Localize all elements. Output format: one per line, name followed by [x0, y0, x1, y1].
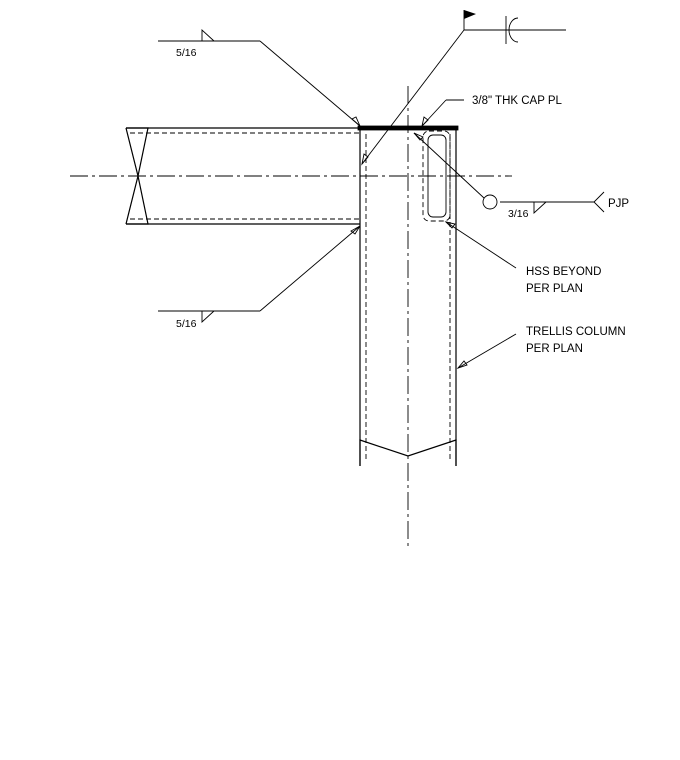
cap-plate-label: 3/8" THK CAP PL	[472, 95, 563, 107]
weld-size-bottom: 5/16	[176, 318, 197, 330]
trellis-column-leader: TRELLIS COLUMN PER PLAN	[456, 326, 626, 369]
field-weld-symbol	[361, 10, 566, 166]
pjp-label: PJP	[608, 198, 629, 210]
hss-beam	[125, 127, 360, 225]
cap-plate-leader: 3/8" THK CAP PL	[421, 95, 563, 128]
column-break-line	[359, 439, 457, 466]
flare-bevel-icon	[505, 16, 519, 44]
trellis-column	[359, 128, 457, 466]
hss-beyond-leader: HSS BEYOND PER PLAN	[444, 221, 601, 295]
weld-symbol-bottom: 5/16	[158, 225, 361, 330]
pjp-weld-symbol: 3/16 PJP	[413, 132, 629, 220]
hss-beyond-label-2: PER PLAN	[526, 283, 583, 295]
trellis-column-label-2: PER PLAN	[526, 343, 583, 355]
weld-symbol-top: 5/16	[158, 28, 361, 127]
trellis-column-label-1: TRELLIS COLUMN	[526, 326, 626, 338]
hss-beyond-inner	[427, 134, 447, 218]
weld-all-around-icon	[482, 194, 498, 210]
cap-plate	[357, 125, 459, 131]
weld-size-pjp: 3/16	[508, 208, 529, 220]
weld-size-top: 5/16	[176, 47, 197, 59]
field-weld-flag-icon	[464, 10, 476, 19]
hss-beyond-label-1: HSS BEYOND	[526, 266, 601, 278]
